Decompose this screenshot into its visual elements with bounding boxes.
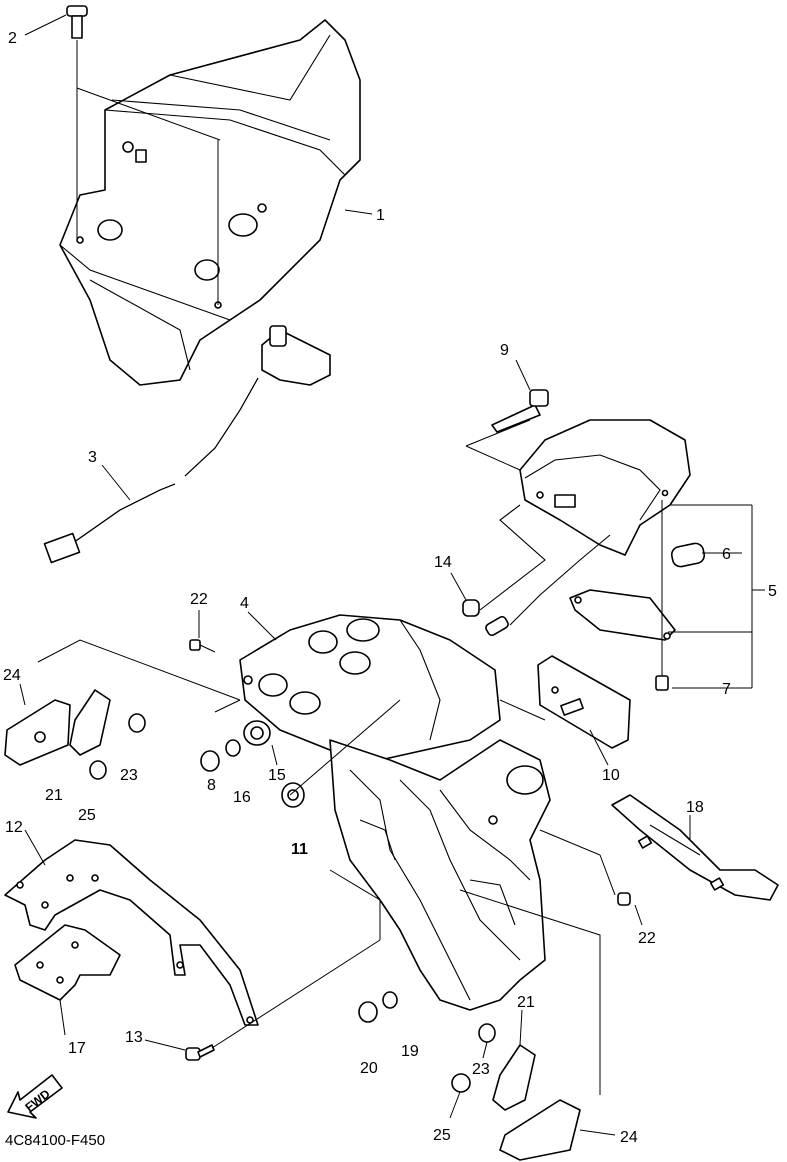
callout-6: 6	[722, 546, 731, 563]
callout-4: 4	[240, 595, 249, 612]
callout-21b: 21	[517, 994, 535, 1011]
callout-7: 7	[722, 681, 731, 698]
callout-8: 8	[207, 777, 216, 794]
callout-24b: 24	[620, 1129, 638, 1146]
rear-flap-part-4	[329, 739, 551, 1011]
callout-5: 5	[768, 583, 777, 600]
callout-1: 1	[376, 207, 385, 224]
forward-arrow-icon: FWD	[7, 1074, 63, 1119]
plate-part-17	[14, 924, 121, 1001]
wire-harness-part-3	[43, 325, 331, 564]
bolt-part-9	[491, 389, 549, 433]
bolt-part-2	[66, 5, 221, 305]
callout-25a: 25	[78, 807, 96, 824]
callout-9: 9	[500, 342, 509, 359]
callout-2: 2	[8, 30, 17, 47]
callout-15: 15	[268, 767, 286, 784]
tail-light-part-5	[465, 419, 706, 691]
callout-21a: 21	[45, 787, 63, 804]
callout-25b: 25	[433, 1127, 451, 1144]
callout-16: 16	[233, 789, 251, 806]
callout-18: 18	[686, 799, 704, 816]
callout-24a: 24	[3, 667, 21, 684]
reference-lines	[37, 639, 616, 1095]
callout-20: 20	[360, 1060, 378, 1077]
small-hardware	[189, 599, 480, 808]
diagram-code: 4C84100-F450	[5, 1132, 105, 1149]
callout-23a: 23	[120, 767, 138, 784]
callout-3: 3	[88, 449, 97, 466]
callout-14: 14	[434, 554, 452, 571]
license-bracket-part-4	[239, 614, 501, 761]
callout-12: 12	[5, 819, 23, 836]
callout-23b: 23	[472, 1061, 490, 1078]
leader-lines	[19, 14, 742, 1136]
callout-10: 10	[602, 767, 620, 784]
callout-numbers: 2 1 3 4 9 6 5 7 14 22 24 23 21 25 8 16 1…	[3, 30, 777, 1146]
lower-hardware	[4, 689, 631, 1161]
bracket-part-12	[4, 839, 259, 1026]
bolt-part-13	[185, 939, 381, 1061]
rear-fender-part-1	[59, 19, 361, 386]
reflector-part-10	[499, 655, 631, 749]
callout-19: 19	[401, 1043, 419, 1060]
callout-13: 13	[125, 1029, 143, 1046]
callout-11: 11	[291, 841, 308, 858]
callout-22b: 22	[638, 930, 656, 947]
callout-17: 17	[68, 1040, 86, 1057]
callout-bracket-5	[668, 504, 765, 689]
callout-22a: 22	[190, 591, 208, 608]
bracket-part-18	[611, 794, 779, 901]
